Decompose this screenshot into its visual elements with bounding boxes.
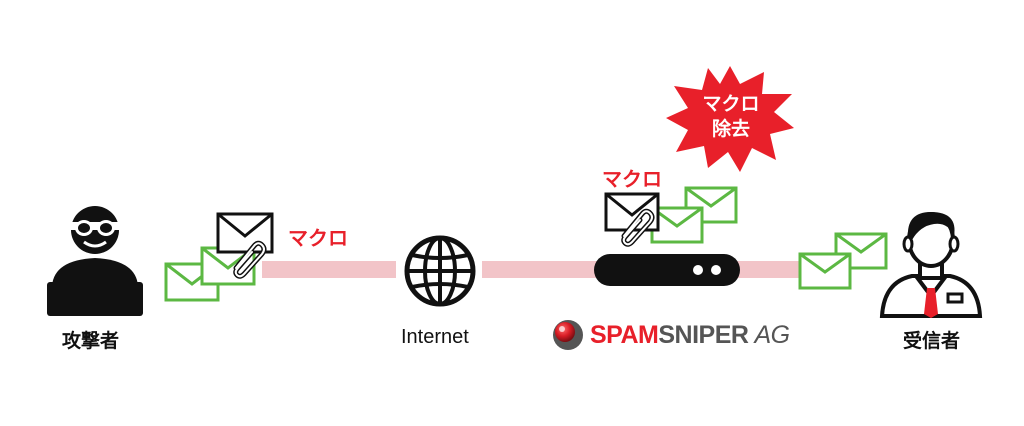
line-attacker-internet [262,261,396,278]
businessman-icon [879,212,983,318]
envelope-group-left [164,212,274,302]
macro-label-left: マクロ [288,226,348,250]
paperclip-icon [233,240,267,279]
recipient-label: 受信者 [903,330,961,352]
envelope-group-recipient [798,232,888,290]
paperclip-icon [621,208,655,247]
globe-icon [404,235,476,307]
hacker-icon [47,206,143,316]
attacker-label: 攻撃者 [62,330,120,352]
starburst-callout [666,66,794,172]
burst-line1: マクロ [702,93,760,115]
burst-line2: 除去 [711,118,750,140]
brand-part-spam: SPAM [590,321,659,349]
burst-text: マクロ 除去 [694,92,768,142]
envelope-icon [798,252,852,290]
line-internet-appliance [482,261,600,278]
brand-part-sniper: SNIPER [658,321,749,349]
brand-logo-icon [553,320,583,350]
appliance-icon [594,254,740,286]
envelope-icon [684,186,738,224]
envelope-group-right [604,186,738,247]
internet-label: Internet [401,326,469,348]
macro-label-right: マクロ [602,167,662,191]
line-appliance-recipient [736,261,802,278]
brand-part-ag: AG [754,321,790,349]
